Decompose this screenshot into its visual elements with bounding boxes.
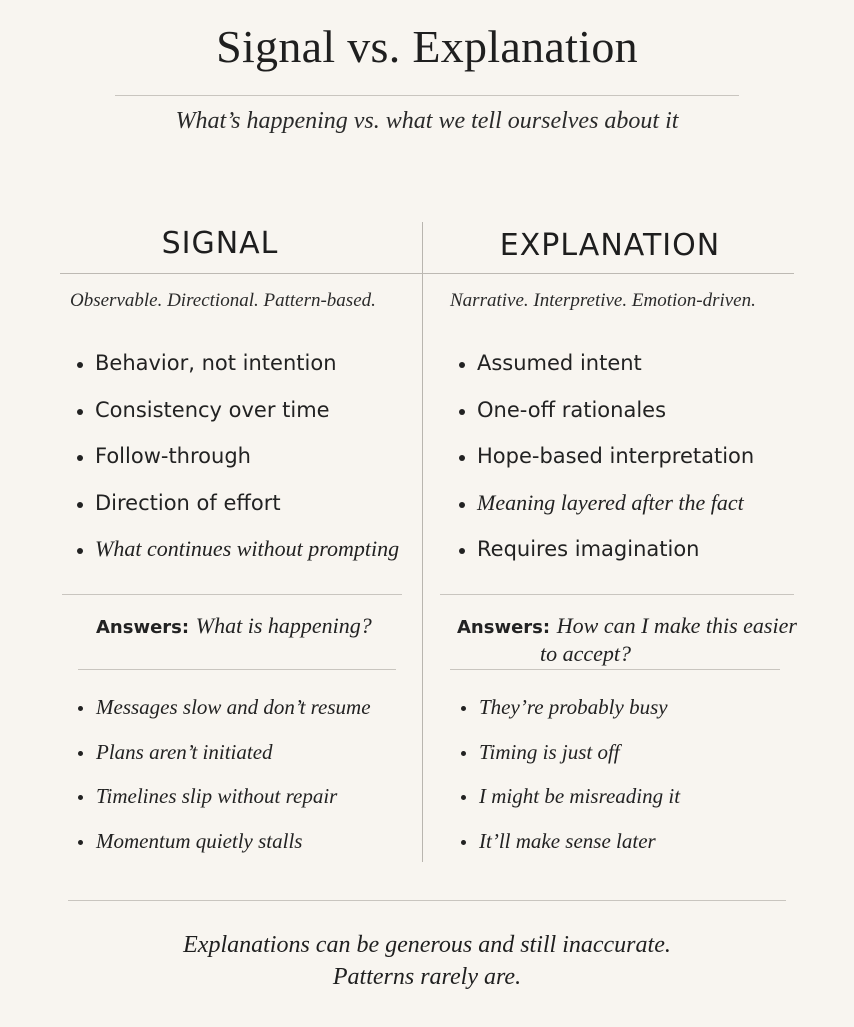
explanation-answers-bottom-divider bbox=[450, 669, 780, 670]
header-divider bbox=[60, 273, 794, 274]
list-item: Behavior, not intention bbox=[75, 349, 399, 396]
list-item: Consistency over time bbox=[75, 396, 399, 443]
list-item: Plans aren’t initiated bbox=[76, 739, 371, 784]
list-item: Direction of effort bbox=[75, 489, 399, 536]
title-divider bbox=[115, 95, 739, 96]
footer-divider bbox=[68, 900, 786, 901]
explanation-answers-question-line1: How can I make this easier bbox=[556, 613, 797, 638]
footer-quote: Explanations can be generous and still i… bbox=[0, 929, 854, 993]
list-item: Meaning layered after the fact bbox=[457, 489, 754, 536]
list-item: Messages slow and don’t resume bbox=[76, 694, 371, 739]
signal-answers-question: What is happening? bbox=[195, 613, 372, 638]
column-divider bbox=[422, 222, 423, 862]
signal-answers-bottom-divider bbox=[78, 669, 396, 670]
explanation-list: Assumed intent One-off rationales Hope-b… bbox=[457, 349, 754, 582]
explanation-answers: Answers: How can I make this easier bbox=[457, 612, 797, 641]
explanation-answers-top-divider bbox=[440, 594, 794, 595]
list-item: They’re probably busy bbox=[459, 694, 680, 739]
list-item: Requires imagination bbox=[457, 535, 754, 582]
explanation-answers-continued: to accept? bbox=[540, 640, 631, 668]
explanation-examples: They’re probably busy Timing is just off… bbox=[459, 694, 680, 872]
explanation-answers-label: Answers: bbox=[457, 617, 551, 638]
explanation-tagline: Narrative. Interpretive. Emotion-driven. bbox=[450, 290, 756, 311]
list-item: Timelines slip without repair bbox=[76, 783, 371, 828]
list-item: I might be misreading it bbox=[459, 783, 680, 828]
signal-answers-top-divider bbox=[62, 594, 402, 595]
signal-answers: Answers: What is happening? bbox=[96, 612, 372, 641]
list-item: Momentum quietly stalls bbox=[76, 828, 371, 873]
list-item: Hope-based interpretation bbox=[457, 442, 754, 489]
list-item: Timing is just off bbox=[459, 739, 680, 784]
list-item: Follow-through bbox=[75, 442, 399, 489]
signal-examples: Messages slow and don’t resume Plans are… bbox=[76, 694, 371, 872]
explanation-heading: EXPLANATION bbox=[499, 228, 721, 263]
explanation-answers-question-line2: to accept? bbox=[540, 641, 632, 666]
list-item: What continues without prompting bbox=[75, 535, 399, 582]
list-item: It’ll make sense later bbox=[459, 828, 680, 873]
signal-heading: SIGNAL bbox=[161, 226, 279, 261]
list-item: One-off rationales bbox=[457, 396, 754, 443]
signal-tagline: Observable. Directional. Pattern-based. bbox=[70, 290, 376, 311]
footer-line-2: Patterns rarely are. bbox=[332, 964, 522, 990]
page-title: Signal vs. Explanation bbox=[216, 21, 638, 72]
signal-answers-label: Answers: bbox=[96, 617, 190, 638]
footer-line-1: Explanations can be generous and still i… bbox=[183, 932, 671, 958]
page-subtitle: What’s happening vs. what we tell oursel… bbox=[175, 108, 679, 134]
signal-list: Behavior, not intention Consistency over… bbox=[75, 349, 399, 582]
list-item: Assumed intent bbox=[457, 349, 754, 396]
